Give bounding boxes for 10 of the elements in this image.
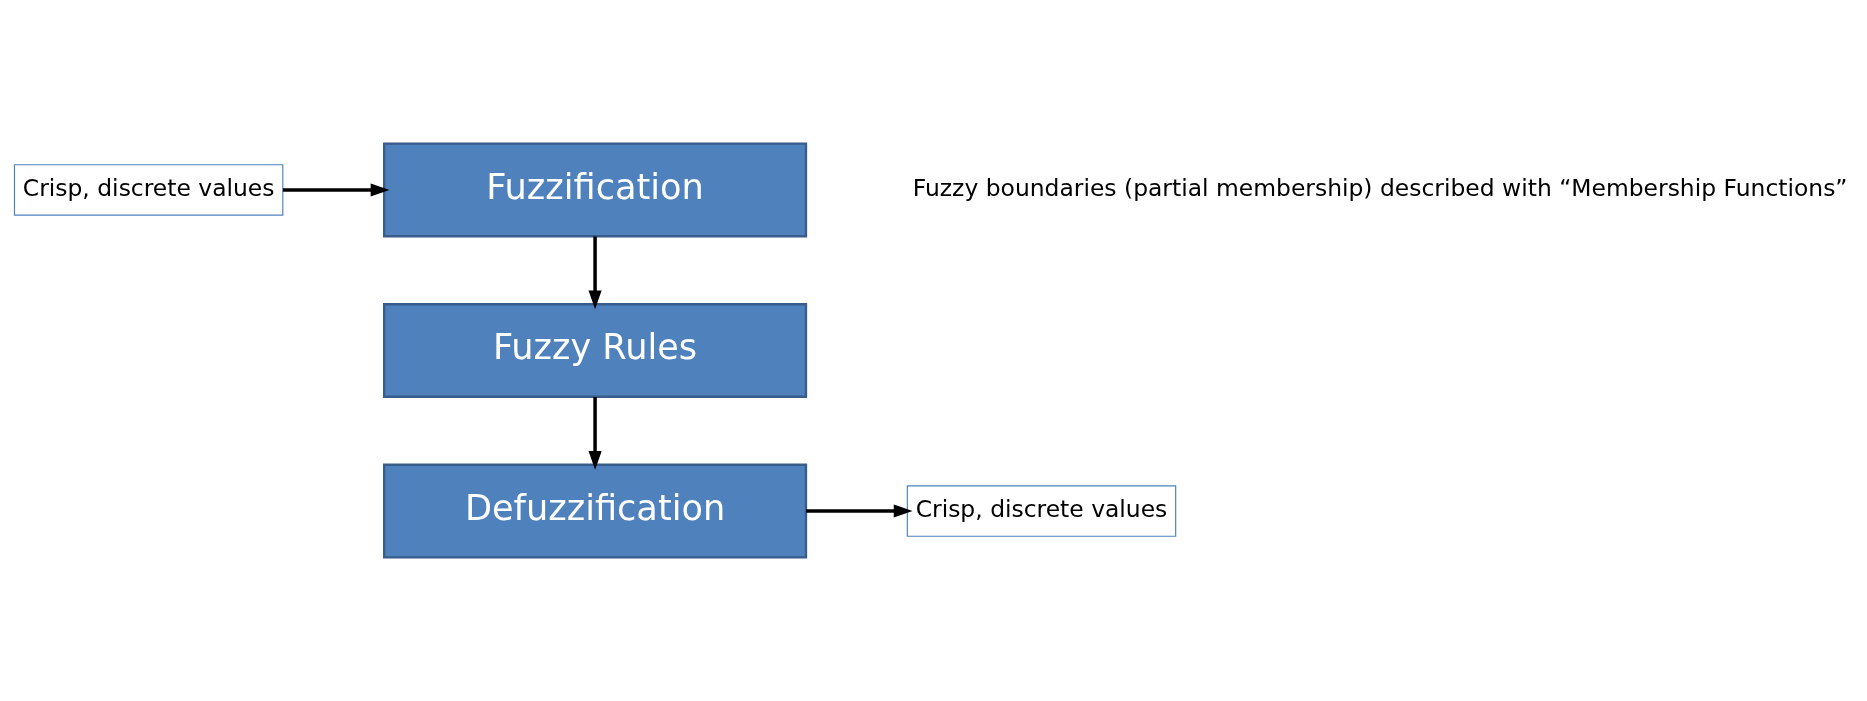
- label: Fuzzy boundaries (partial membership) described with “Membership Functions”: [912, 173, 1847, 202]
- node-box: Fuzzification: [382, 142, 807, 238]
- arrow: [588, 397, 602, 470]
- node-box: Crisp, discrete values: [906, 485, 1176, 537]
- arrow: [282, 183, 389, 197]
- arrow: [588, 236, 602, 310]
- node-box: Fuzzy Rules: [382, 303, 807, 398]
- node-box: Crisp, discrete values: [13, 164, 283, 216]
- node-box: Defuzzification: [382, 463, 807, 559]
- arrow: [805, 504, 913, 518]
